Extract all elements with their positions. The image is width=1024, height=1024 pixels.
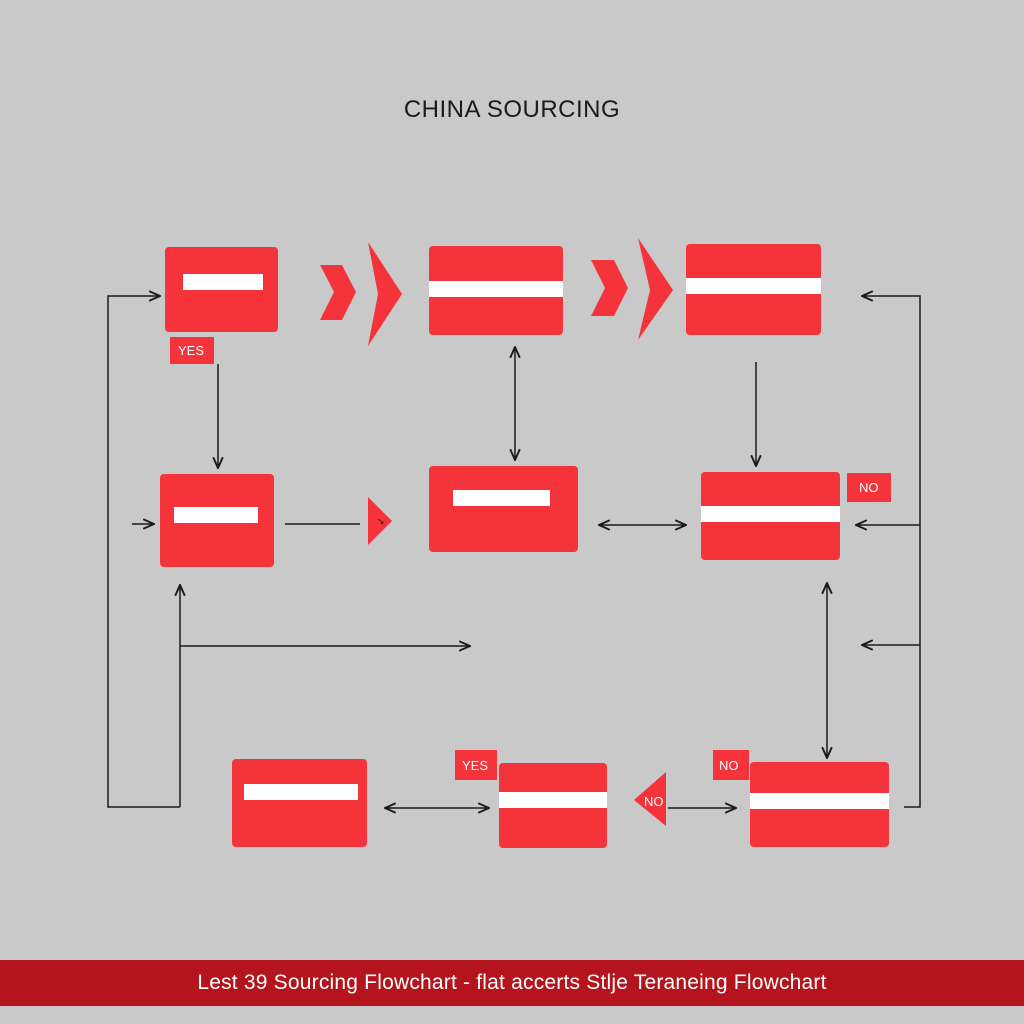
connector-lines (107, 296, 921, 808)
no-tag-bottom: NO (713, 750, 749, 780)
yes-tag-bottom-label: YES (462, 758, 488, 773)
yes-tag-bottom: YES (455, 750, 497, 780)
diagram-title: CHINA SOURCING (403, 96, 621, 123)
process-box-bottom-left (232, 759, 367, 847)
svg-text:↘: ↘ (377, 516, 385, 526)
no-tag-bottom-label: NO (719, 758, 739, 773)
process-box-mid-right (701, 472, 840, 560)
process-box-top-left (165, 247, 278, 332)
chevron-arrow-icon (591, 238, 673, 340)
loop-arrow-right (862, 296, 921, 808)
triangle-arrow-icon: ↘ (368, 497, 392, 545)
process-box-mid-left (160, 474, 274, 567)
no-triangle: NO (634, 772, 666, 826)
yes-tag-top: YES (170, 337, 214, 364)
chevron-arrow-icon (320, 242, 402, 346)
yes-tag-top-label: YES (178, 343, 204, 358)
process-box-bottom-right (750, 762, 889, 847)
process-box-mid-center (429, 466, 578, 552)
process-box-bottom-center (499, 763, 607, 848)
no-triangle-label: NO (644, 794, 664, 809)
no-tag-right-label: NO (859, 480, 879, 495)
loop-arrow-left (107, 296, 180, 808)
process-box-top-center (429, 246, 563, 335)
no-tag-right: NO (847, 473, 891, 502)
process-box-top-right (686, 244, 821, 335)
footer-banner: Lest 39 Sourcing Flowchart - flat accert… (0, 960, 1024, 1006)
footer-caption: Lest 39 Sourcing Flowchart - flat accert… (197, 971, 827, 994)
